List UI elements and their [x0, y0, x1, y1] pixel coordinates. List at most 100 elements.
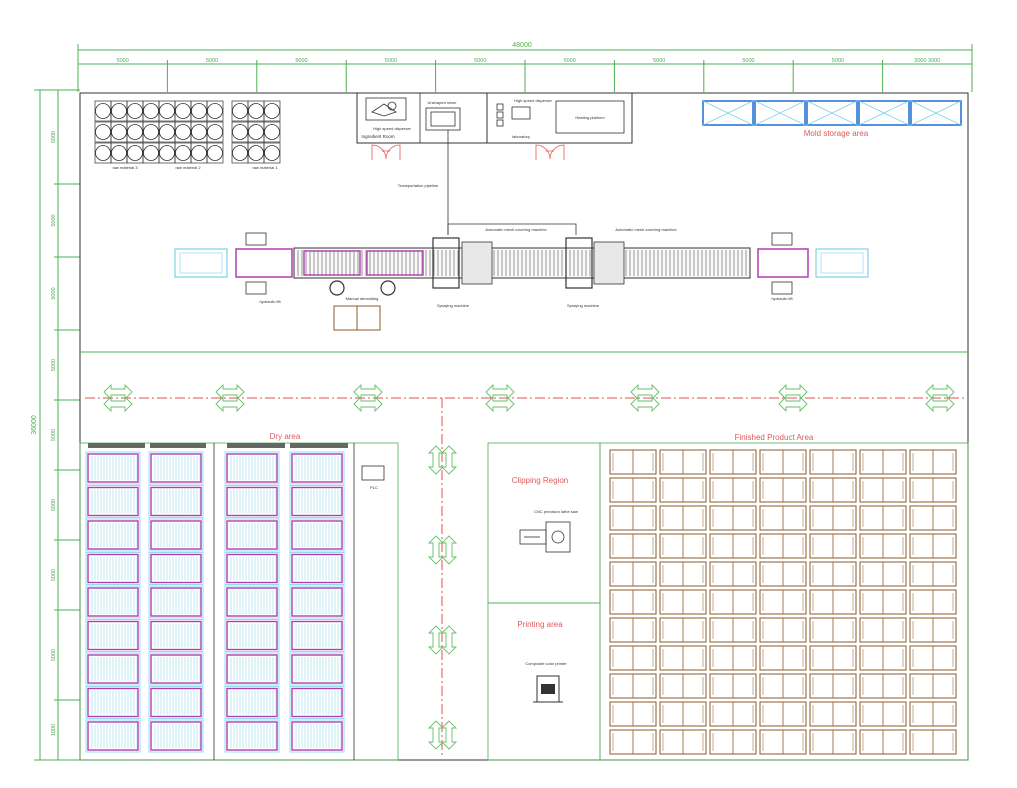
raw-material-bin [174, 142, 192, 164]
raw-material-drum-icon [95, 145, 111, 161]
rack-cross [754, 100, 806, 126]
dry-area-boundary [79, 442, 399, 761]
dry-rack-tray [226, 687, 278, 718]
raw-material-drum-icon [248, 103, 264, 119]
raw-material-drum-icon [143, 103, 159, 119]
heating-platform-icon [555, 100, 625, 134]
rack-header [227, 443, 285, 448]
road-arrow-up-icon [440, 535, 458, 565]
dry-rack-frame [148, 619, 204, 652]
raw-material-bin [247, 100, 265, 122]
dimension-segment-label: 5000 [653, 58, 665, 64]
mold-on-line-2 [366, 250, 424, 276]
high-speed-disperser-right-icon [511, 106, 531, 120]
dry-rack-tray [150, 587, 202, 617]
lift-right-bottom-icon [771, 281, 793, 295]
raw-material-drum-icon [207, 145, 223, 161]
raw-material-bin [142, 142, 160, 164]
finished-product-area-boundary [599, 442, 969, 761]
rack-header [88, 443, 145, 448]
dimension-segment-label: 5000 [742, 58, 754, 64]
dry-rack-tray [291, 687, 343, 718]
laboratory-room: High speed disperser Heating platform la… [486, 92, 633, 144]
dimension-segment-label: 5000 [385, 58, 397, 64]
dry-rack-tray [87, 587, 139, 617]
raw-material-drum-icon [191, 103, 207, 119]
road-arrow-left-icon [103, 383, 133, 401]
mold-rack [806, 100, 858, 126]
mesh-machine-left [461, 241, 493, 285]
dimension-segment-label: 5000 [51, 499, 57, 511]
raw-material-bin [247, 121, 265, 143]
dry-area-label: Dry area [270, 432, 301, 441]
mold-rack [754, 100, 806, 126]
door-left[interactable]: Door [371, 144, 401, 160]
dry-rack-frame [289, 552, 345, 585]
dry-rack-tray [87, 453, 139, 483]
printing-area-label: Printing area [517, 620, 563, 629]
hydraulic-lift-left [235, 248, 293, 278]
road-arrow-right-icon [485, 395, 515, 413]
road-arrow-right-icon [353, 395, 383, 413]
spraying-machine-left [432, 237, 460, 289]
mesh-machine-right [593, 241, 625, 285]
dry-rack-tray [87, 486, 139, 517]
raw-material-bin [142, 100, 160, 122]
raw-material-storage [94, 100, 281, 164]
rack-cross [806, 100, 858, 126]
road-arrow-down-icon [427, 625, 445, 655]
dry-rack-tray [87, 687, 139, 718]
dry-rack-frame [85, 652, 141, 686]
dry-rack-tray [291, 520, 343, 550]
dry-rack-frame [148, 719, 204, 753]
door-right[interactable]: Door [535, 144, 565, 160]
raw-material-drum-icon [175, 145, 191, 161]
dimension-segment-label: 5000 [117, 58, 129, 64]
conveyor-rollers [297, 250, 747, 276]
lift-left-bottom-icon [245, 281, 267, 295]
raw-material-drum-icon [111, 145, 127, 161]
raw-material-bin [126, 100, 144, 122]
molding-tray-left [174, 248, 228, 278]
raw-material-bin [206, 100, 224, 122]
dry-rack-frame [85, 619, 141, 652]
dimension-segment-label: 5000 [51, 287, 57, 299]
road-arrow-right-icon [215, 395, 245, 413]
spraying-left-label: Spraying machine [437, 303, 470, 308]
plc-label: PLC [370, 485, 378, 490]
total-height-label: 36000 [31, 415, 38, 435]
building-outline [79, 92, 969, 761]
raw-material-drum-icon [95, 124, 111, 140]
finished-product-area-label: Finished Product Area [735, 433, 814, 442]
raw-material-bin [158, 142, 176, 164]
hydraulic-lift-right [757, 248, 809, 278]
ingredient-room-label: Ingredient Room [361, 134, 395, 139]
dry-rack-frame [148, 518, 204, 552]
raw-material-bin [110, 100, 128, 122]
raw-material-drum-icon [207, 124, 223, 140]
raw-material-bin [263, 142, 281, 164]
raw-material-bin [263, 121, 281, 143]
clipping-region-boundary [487, 442, 601, 604]
raw-material-drum-icon [232, 124, 248, 140]
dry-rack-frame [289, 619, 345, 652]
dry-rack-tray [291, 587, 343, 617]
spraying-machine-right [565, 237, 593, 289]
road-arrow-down-icon [427, 535, 445, 565]
raw-material-bin [263, 100, 281, 122]
raw-material-drum-icon [143, 124, 159, 140]
mold-on-line-1 [303, 250, 361, 276]
raw-material-drum-icon [111, 124, 127, 140]
printer-label: Composite color printer [525, 661, 567, 666]
dry-rack-tray [87, 721, 139, 751]
raw-material-bin [247, 142, 265, 164]
dry-rack-frame [224, 619, 280, 652]
dry-rack-tray [150, 486, 202, 517]
dimension-segment-label: 5000 [51, 569, 57, 581]
dry-rack-frame [85, 585, 141, 619]
raw-material-bin [190, 142, 208, 164]
raw-material-bin [94, 100, 112, 122]
mold-storage-area-label: Mold storage area [804, 129, 869, 138]
rack-cross [702, 100, 754, 126]
raw-material-bin [94, 121, 112, 143]
